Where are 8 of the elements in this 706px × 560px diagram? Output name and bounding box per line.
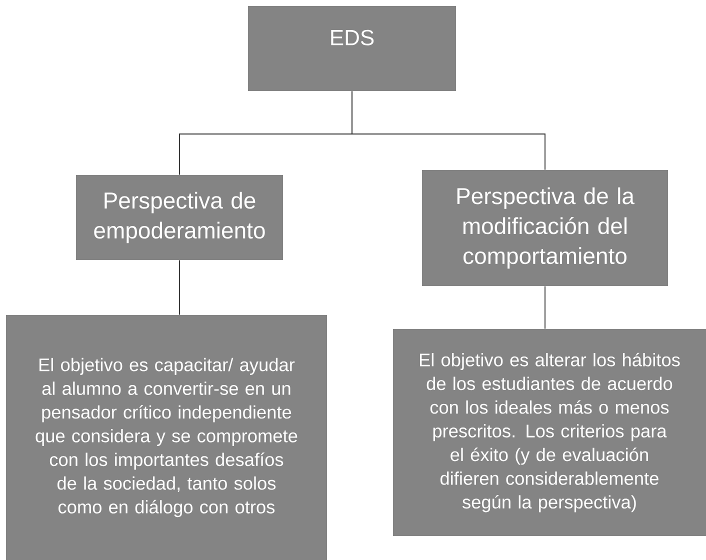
category-box: Perspectiva de empoderamiento [76, 175, 283, 260]
description-box: El objetivo es alterar los hábitos de los estudiantes de acuerdo con los ideales más o menos prescritos. Los criterios para el éxito (y de evaluación difieren considerablemente según la perspectiva) [393, 329, 706, 536]
title-box: EDS [248, 6, 456, 91]
connector-line [179, 260, 180, 316]
category-box: Perspectiva de la modificación del comportamiento [422, 170, 668, 286]
connector-line [544, 286, 546, 330]
description-box: El objetivo es capacitar/ ayudar al alumno a convertir-se en un pensador crítico independiente que considera y se compromete con los importantes desafíos de la sociedad, tanto solos como en diálogo con otros [6, 315, 327, 560]
connector-line [352, 90, 546, 170]
